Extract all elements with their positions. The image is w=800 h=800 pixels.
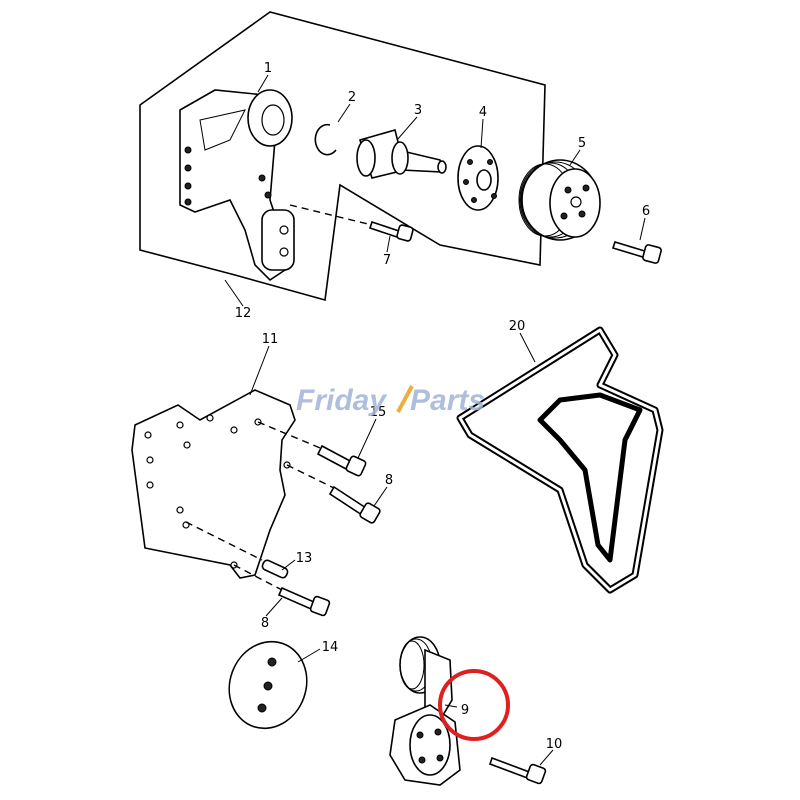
leader-4	[480, 118, 484, 149]
leader-2	[337, 103, 351, 123]
callout-6: 6	[642, 204, 650, 219]
watermark-text-1: Friday	[296, 384, 387, 417]
bolt-7	[368, 220, 414, 242]
leader-8a	[373, 486, 388, 507]
bolt-8-upper	[328, 485, 381, 524]
tensioner-9	[389, 636, 461, 786]
callout-7: 7	[383, 253, 391, 268]
callout-4: 4	[479, 105, 487, 120]
belt-20	[456, 326, 664, 594]
plate-11	[131, 389, 296, 579]
callout-5: 5	[578, 136, 586, 151]
leader-12	[224, 279, 244, 307]
bolt-15	[316, 444, 367, 477]
leader-6	[639, 217, 646, 241]
watermark-text-2: Parts	[410, 384, 485, 417]
callout-8-upper: 8	[385, 473, 393, 488]
centerline-plate-2	[286, 464, 339, 491]
callout-13: 13	[296, 551, 313, 566]
callout-12: 12	[235, 306, 252, 321]
leader-13	[281, 559, 296, 571]
callout-9: 9	[461, 703, 469, 718]
callout-20: 20	[509, 319, 526, 334]
callout-8-lower: 8	[261, 616, 269, 631]
callout-3: 3	[414, 103, 422, 118]
assembly-12-boundary	[139, 11, 546, 302]
pulley-5	[518, 159, 601, 241]
callout-1: 1	[264, 61, 272, 76]
leader-14	[297, 648, 321, 663]
callout-10: 10	[546, 737, 563, 752]
leader-8b	[265, 597, 283, 617]
pin-13	[261, 559, 289, 579]
callout-15: 15	[370, 405, 387, 420]
leader-15	[357, 418, 377, 459]
leader-20	[519, 332, 536, 363]
bracket-1	[179, 89, 295, 282]
leader-5	[569, 149, 581, 166]
centerline-plate-3	[185, 521, 263, 561]
bolt-6	[611, 241, 662, 264]
disc-14	[228, 640, 308, 730]
centerline-plate-1	[257, 421, 326, 451]
leader-1	[257, 74, 269, 93]
callout-11: 11	[262, 332, 279, 347]
bolt-8-lower	[277, 586, 331, 617]
snap-ring-2	[314, 123, 337, 156]
leader-9	[444, 704, 458, 708]
disc-4	[457, 145, 499, 211]
watermark-logo: Friday Parts	[296, 384, 485, 417]
highlight-circle	[438, 669, 510, 741]
callout-14: 14	[322, 640, 339, 655]
centerline-plate-4	[233, 564, 283, 591]
watermark-slash	[396, 385, 414, 413]
leader-10	[539, 749, 554, 766]
callout-2: 2	[348, 90, 356, 105]
leader-3	[396, 116, 418, 141]
shaft-3	[356, 129, 447, 179]
bolt-10	[488, 756, 547, 785]
leader-11	[249, 345, 270, 396]
leader-7	[386, 235, 391, 253]
centerline-top	[289, 204, 373, 226]
